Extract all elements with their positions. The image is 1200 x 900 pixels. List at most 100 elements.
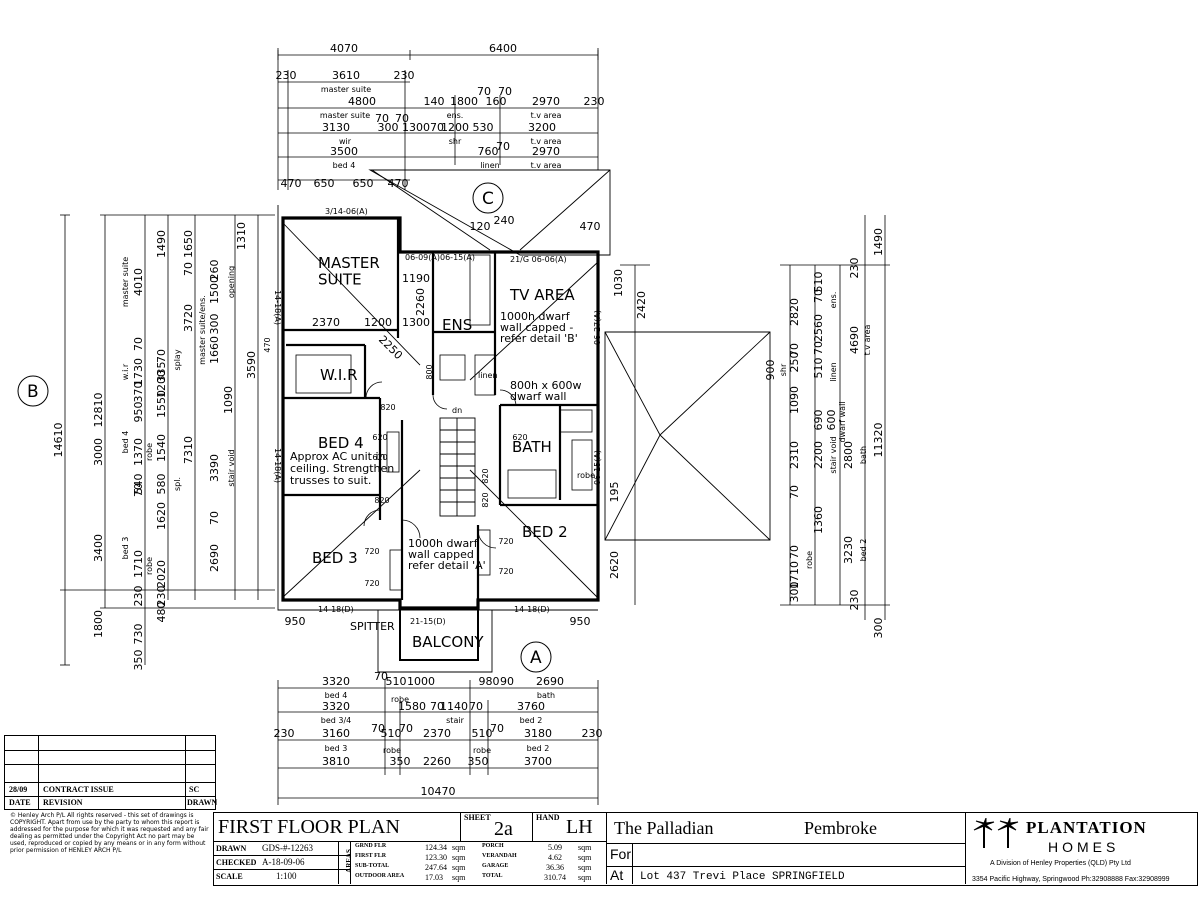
dim-bot-r3-2: 70: [371, 722, 385, 735]
dim-left-7: 335: [155, 362, 168, 383]
dim-right-28: 1030: [612, 269, 625, 297]
checked-value: A-18-09-06: [262, 857, 305, 867]
dim-right-10: 250: [788, 352, 801, 373]
area2-value-1: 4.62: [548, 853, 562, 862]
dim-left-34: 70: [208, 511, 221, 525]
dim-left-13: 3000: [92, 438, 105, 466]
dim-int-19: 950: [570, 615, 591, 628]
dim-bot-r2-4: 70: [469, 700, 483, 713]
dim-bot-r1-0: 3320: [322, 675, 350, 688]
window-tag-9: 14-18(D): [514, 605, 550, 614]
dim-top-r4-2: 70: [395, 112, 409, 125]
section-marker-c: C: [482, 189, 494, 209]
dim-top-r4-7: 530: [473, 121, 494, 134]
areas-label: AREAS: [344, 849, 353, 873]
revision-text: CONTRACT ISSUE: [43, 785, 114, 794]
area-label-1: FIRST FLR: [355, 853, 387, 859]
dim-top-r2-0: 230: [276, 69, 297, 82]
left-dimension-texts: 14610 12810 4010 1490 1650 3720 1730 335…: [52, 222, 272, 671]
dim-right-6: 4690: [848, 326, 861, 354]
dim-bot-r3-label-3: bed 2: [527, 744, 550, 753]
dim-top-r5-label-2: t.v area: [531, 161, 562, 170]
note-dn: dn: [452, 406, 462, 415]
dim-right-label-6: bath: [859, 446, 868, 464]
right-dimension-lines: [620, 215, 890, 620]
brand-tagline: A Division of Henley Properties (QLD) Pt…: [990, 860, 1131, 867]
dim-left-39: 480: [155, 602, 168, 623]
window-tag-3: 21/G 06-06(A): [510, 255, 567, 264]
dim-left-label-4: w.i.r: [121, 363, 130, 380]
scale-value: 1:100: [276, 871, 297, 881]
hand-value: LH: [566, 816, 593, 838]
dim-left-8: 370: [132, 382, 145, 403]
dim-bot-r1-4: 980: [479, 675, 500, 688]
area-label-0: GRND FLR: [355, 843, 387, 849]
dim-bot-r2-2: 70: [430, 700, 444, 713]
dim-left-label-1: master suite/ens.: [198, 295, 207, 365]
window-tags: 3/14-06(A) 06-09(A) 06-15(A) 21/G 06-06(…: [273, 207, 602, 626]
dim-right-17: 690: [812, 410, 825, 431]
dim-int-17: 720: [498, 567, 513, 576]
dim-left-29: 230: [132, 586, 145, 607]
dim-bot-r3-8: 3180: [524, 727, 552, 740]
right-dimension-texts: 1490 230 510 70 2820 2560 4690 11320 70 …: [612, 228, 885, 639]
room-balcony: BALCONY: [412, 633, 484, 651]
dim-bot-r3-1: 3160: [322, 727, 350, 740]
dim-left-17: 540: [132, 474, 145, 495]
dim-left-31: 70: [132, 337, 145, 351]
dim-right-14: 2200: [812, 441, 825, 469]
dim-bot-r3-9: 230: [582, 727, 603, 740]
window-tag-8: 14-18(D): [318, 605, 354, 614]
dim-left-label-6: bed 4: [121, 431, 130, 454]
dim-top-r6-3: 470: [388, 177, 409, 190]
area2-unit-2: sqm: [578, 863, 592, 872]
dim-top-r4-4: 1300: [402, 121, 430, 134]
left-dimension-lines: [60, 214, 275, 666]
dim-int-20: 195: [608, 482, 621, 503]
section-marker-b: B: [27, 382, 39, 402]
internal-walls: [283, 218, 598, 600]
dim-left-25: 2020: [155, 560, 168, 588]
note-stair-wall-1: 1000h dwarf: [408, 537, 479, 550]
dim-top-r4-label-2: t.v area: [531, 137, 562, 146]
dim-left-label-8: stair void: [227, 449, 236, 486]
brand-name: PLANTATION: [1026, 818, 1147, 837]
dim-top-r2-1: 3610: [332, 69, 360, 82]
dim-left-14: 1370: [132, 438, 145, 466]
room-ens: ENS: [442, 316, 472, 334]
dim-right-18: 600: [825, 410, 838, 431]
dim-int-21: 2620: [608, 551, 621, 579]
dim-bot-r1-label-1: robe: [391, 695, 409, 704]
dim-left-12: 1090: [222, 386, 235, 414]
area-value-2: 247.64: [425, 863, 447, 872]
note-stair-wall-3: refer detail 'A': [408, 559, 486, 572]
dim-left-4: 1650: [182, 230, 195, 258]
dim-left-28: 350: [132, 650, 145, 671]
dim-bot-r1-5: 90: [500, 675, 514, 688]
area-value-1: 123.30: [425, 853, 447, 862]
dim-top-r5-0: 3500: [330, 145, 358, 158]
dim-top-r5-2: 70: [496, 140, 510, 153]
dim-top-r4-label-1: shr: [449, 137, 462, 146]
area-unit-0: sqm: [452, 843, 466, 852]
dim-bot-r4-1: 350: [390, 755, 411, 768]
dim-int-7: 240: [494, 214, 515, 227]
dim-bot-r1-1: 70: [374, 670, 388, 683]
dim-right-label-4: dwarf wall: [838, 401, 847, 442]
dim-int-9: 820: [380, 403, 395, 412]
dim-int-0: 1190: [402, 272, 430, 285]
dim-bot-r4-3: 350: [468, 755, 489, 768]
dim-right-25: 230: [848, 590, 861, 611]
dim-bot-r2-label-0: bed 3/4: [321, 716, 352, 725]
dim-bot-r3-3: 510: [381, 727, 402, 740]
dim-bot-r3-0: 230: [274, 727, 295, 740]
dim-right-2: 510: [812, 272, 825, 293]
at-label: At: [610, 867, 624, 883]
dim-right-23: 3230: [842, 536, 855, 564]
house-name: The Palladian: [614, 818, 714, 838]
note-linen: linen: [478, 371, 498, 380]
dim-left-label-5: robe: [145, 443, 154, 461]
window-tag-2: 06-15(A): [440, 253, 475, 262]
dim-left-label-3: splay: [173, 349, 182, 370]
